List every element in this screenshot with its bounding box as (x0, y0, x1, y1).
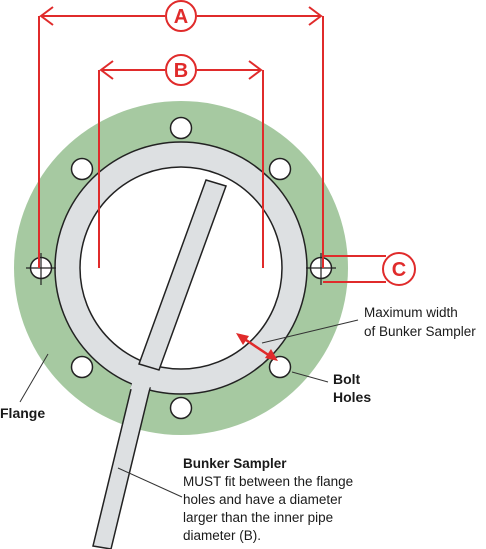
bolt-hole (70, 157, 94, 181)
dimension-a (38, 0, 324, 268)
dimension-b (98, 54, 264, 268)
bolt-holes-label-1: Bolt (333, 371, 361, 387)
bolt-hole (169, 396, 193, 420)
sampler-desc-line: holes and have a diameter (183, 492, 343, 507)
flange-label: Flange (0, 405, 45, 421)
bolt-crosshairs (26, 253, 336, 285)
max-width-label-2: of Bunker Sampler (364, 324, 476, 339)
sampler-desc-line: larger than the inner pipe (183, 510, 334, 525)
sampler-crossbar (138, 179, 227, 371)
dimension-c (323, 252, 416, 286)
bolt-hole (268, 355, 292, 379)
dimension-a-label: A (174, 6, 188, 28)
max-width-label-1: Maximum width (364, 305, 458, 320)
sampler-desc-line: diameter (B). (183, 528, 262, 543)
sampler-desc-line: MUST fit between the flange (183, 474, 354, 489)
sampler-title: Bunker Sampler (183, 456, 287, 471)
bolt-holes-label-2: Holes (333, 389, 371, 405)
bolt-hole (268, 157, 292, 181)
bolt-holes (29, 116, 333, 420)
bolt-hole (70, 355, 94, 379)
dimension-b-label: B (174, 60, 188, 82)
sampler-description: Bunker Sampler MUST fit between the flan… (183, 455, 353, 545)
bolt-hole (169, 116, 193, 140)
dimension-c-label: C (392, 259, 406, 281)
leader-lines (19, 319, 359, 498)
